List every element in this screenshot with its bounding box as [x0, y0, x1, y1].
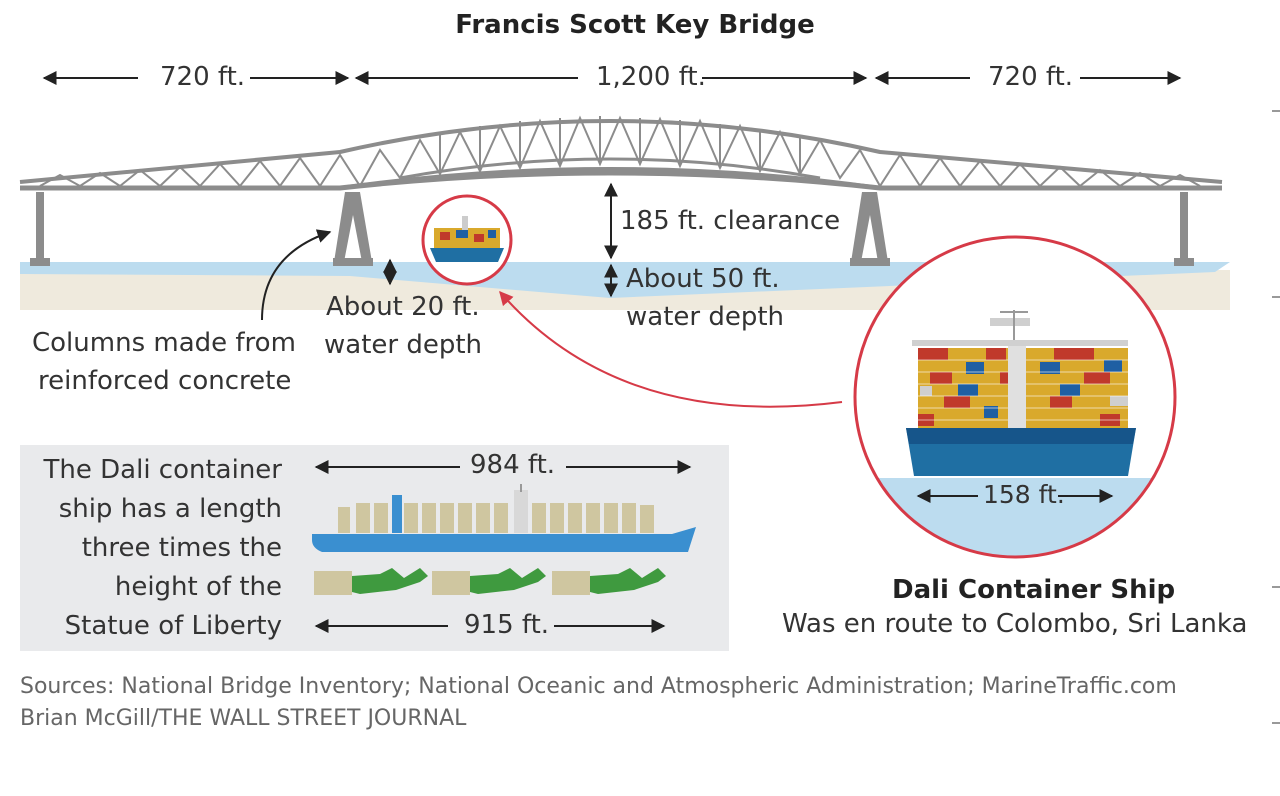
shallow-depth-line2: water depth: [324, 330, 483, 360]
columns-note-line1: Columns made from: [32, 328, 296, 358]
statues-length-label: 915 ft.: [464, 610, 550, 640]
ship-length-label: 984 ft.: [470, 450, 556, 480]
ship-side-view: [312, 484, 696, 552]
channel-depth-line1: About 50 ft.: [626, 264, 780, 294]
credit-line: Brian McGill/THE WALL STREET JOURNAL: [20, 706, 467, 731]
comparison-line: ship has a length: [58, 494, 282, 524]
comparison-line: height of the: [114, 572, 282, 602]
comparison-line: Statue of Liberty: [64, 611, 282, 641]
comparison-line: The Dali container: [43, 455, 282, 485]
ship-subtitle: Was en route to Colombo, Sri Lanka: [782, 609, 1248, 639]
ship-connector-arrow: [499, 290, 843, 408]
left-span-label: 720 ft.: [160, 62, 246, 92]
bridge-piers: [30, 192, 1194, 266]
sources-note: Sources: National Bridge Inventory; Nati…: [20, 674, 1177, 699]
page-edge-fragments: [1272, 110, 1280, 724]
columns-note-line2: reinforced concrete: [38, 366, 292, 396]
comparison-panel: The Dali container ship has a length thr…: [20, 445, 729, 651]
comparison-graphics: [20, 445, 729, 651]
ship-width-label: 158 ft.: [983, 480, 1065, 509]
shallow-depth-line1: About 20 ft.: [326, 292, 480, 322]
middle-span-label: 1,200 ft.: [596, 62, 706, 92]
clearance-label: 185 ft. clearance: [620, 206, 841, 236]
ship-title: Dali Container Ship: [892, 575, 1176, 605]
columns-pointer-arrow: [261, 229, 332, 321]
big-ship-front-view: [853, 235, 1177, 559]
statues-of-liberty: [314, 568, 666, 595]
clearance-arrow: [383, 182, 618, 298]
small-ship-marker: [421, 194, 513, 286]
right-span-label: 720 ft.: [988, 62, 1074, 92]
diagram-title: Francis Scott Key Bridge: [455, 10, 815, 40]
comparison-line: three times the: [81, 533, 282, 563]
bridge-truss: [19, 115, 1223, 191]
channel-depth-line2: water depth: [626, 302, 785, 332]
